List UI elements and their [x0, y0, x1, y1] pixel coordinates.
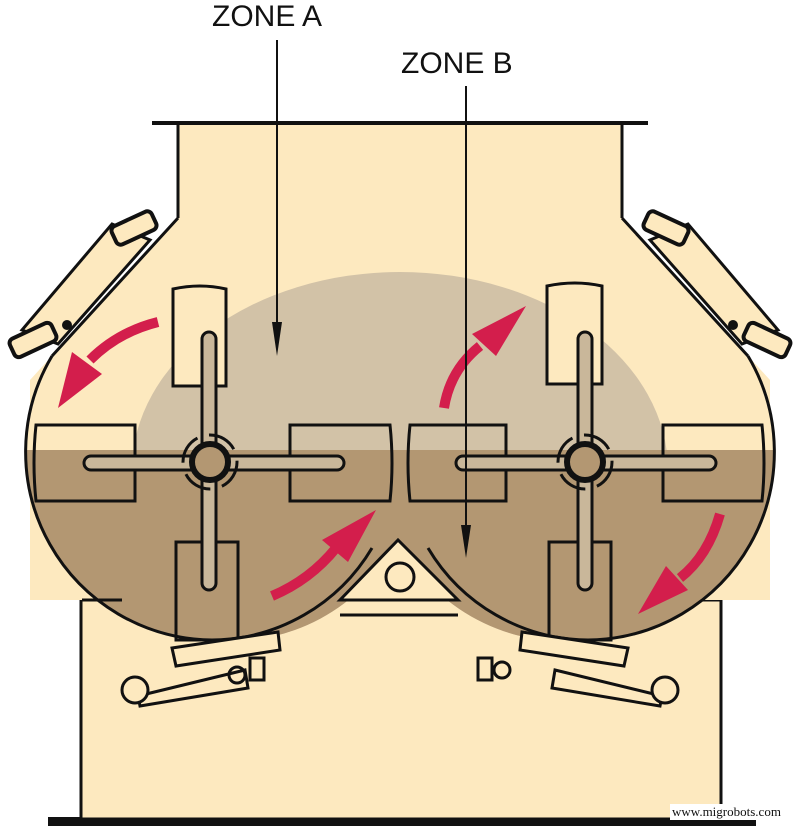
right-discharge-lever	[476, 630, 680, 708]
watermark: www.migrobots.com	[670, 804, 783, 820]
left-side-clamp	[7, 209, 159, 360]
zone-a-label: ZONE A	[212, 0, 323, 33]
paddle-right	[288, 423, 394, 503]
zone-a-pointer	[272, 40, 282, 356]
flow-arrows	[58, 306, 725, 614]
paddle-top	[171, 284, 228, 388]
zone-b-pointer	[461, 86, 471, 558]
flow-arrow-lower-right	[638, 512, 725, 614]
right-side-clamp	[641, 209, 793, 360]
right-shaft-hub	[564, 441, 606, 483]
left-shaft-hub	[189, 441, 231, 483]
zone-b-label: ZONE B	[401, 47, 513, 80]
right-shaft-assembly	[406, 281, 766, 642]
base-plate	[48, 817, 756, 826]
saddle-hole	[384, 561, 416, 593]
paddle-left	[32, 423, 137, 503]
left-shaft-assembly	[32, 284, 394, 642]
left-discharge-lever	[120, 630, 282, 708]
twin-trough-outline	[24, 355, 776, 642]
flow-arrow-center-up	[439, 306, 526, 409]
flow-arrow-lower-left	[270, 510, 376, 601]
flow-arrow-upper-left	[58, 317, 160, 408]
